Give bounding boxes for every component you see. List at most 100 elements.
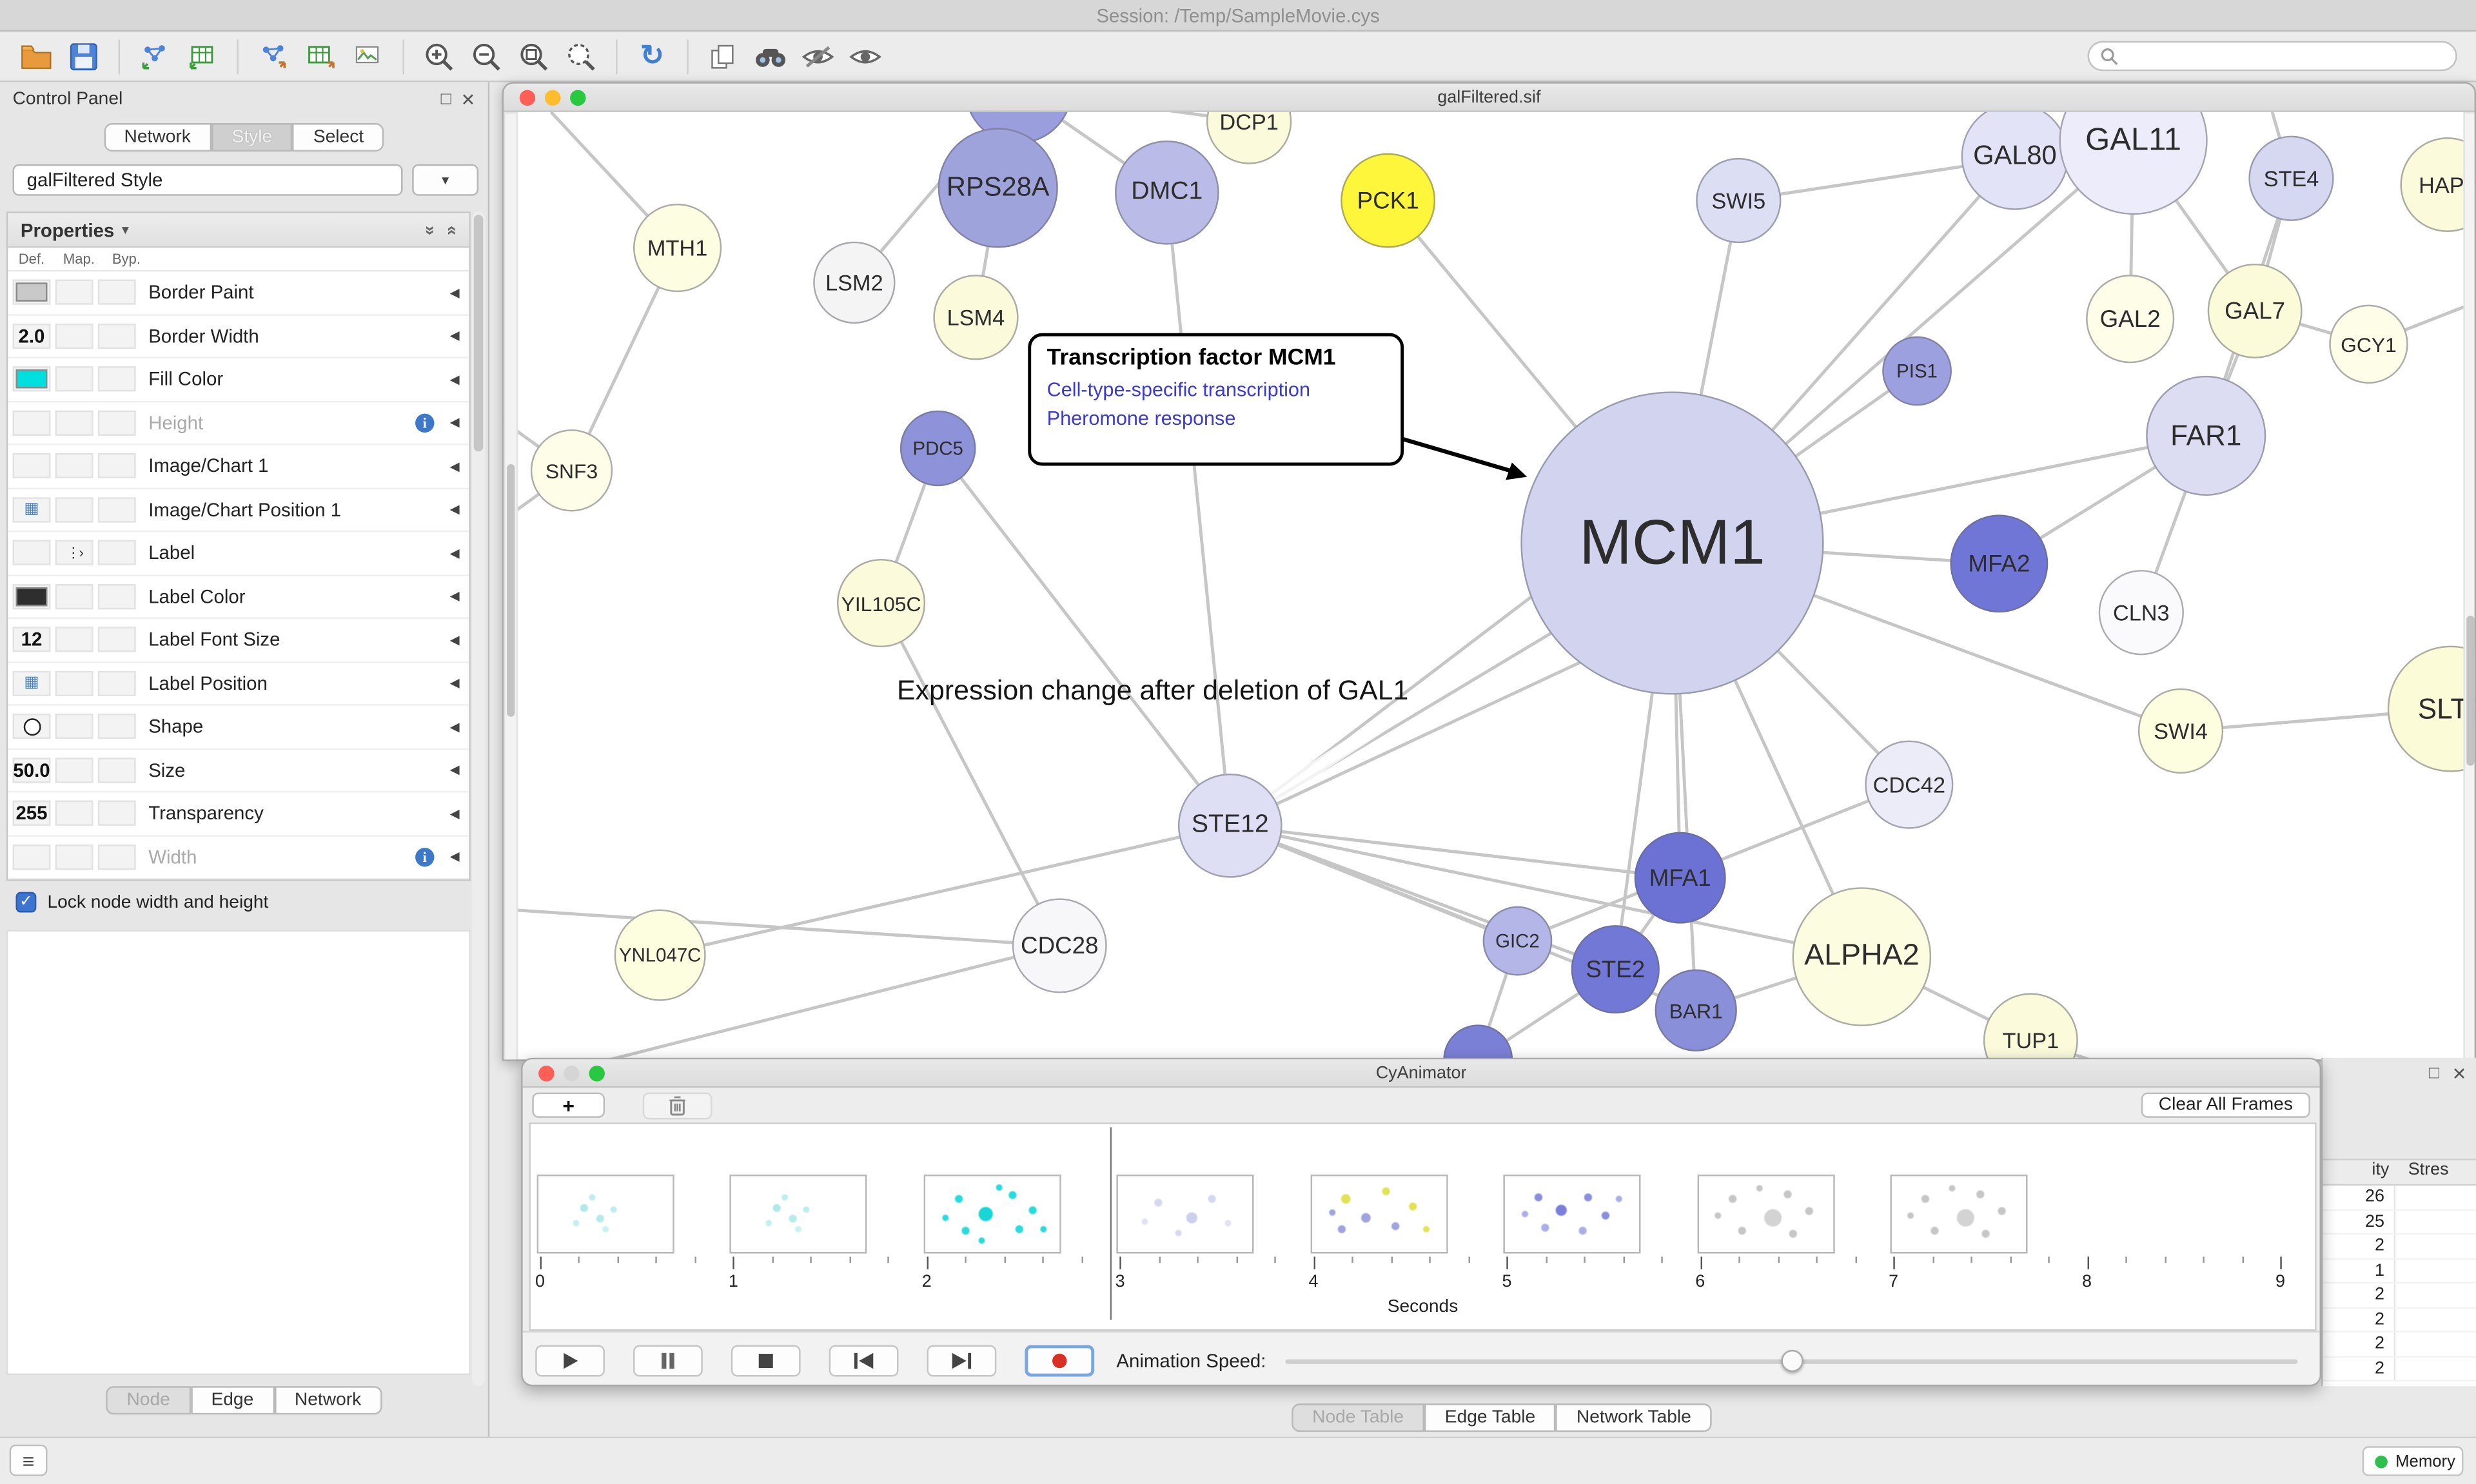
expand-row-icon[interactable]: ◀ xyxy=(449,545,460,560)
open-session-icon[interactable] xyxy=(13,35,60,77)
mapping-cell[interactable] xyxy=(55,583,93,609)
show-all-icon[interactable] xyxy=(841,35,889,77)
network-node-pdc5[interactable]: PDC5 xyxy=(899,410,976,487)
animation-frame-6[interactable] xyxy=(1504,1175,1642,1254)
network-node-cdc42[interactable]: CDC42 xyxy=(1865,740,1954,829)
network-node-pis1[interactable]: PIS1 xyxy=(1882,336,1952,406)
default-value-cell[interactable]: 12 xyxy=(12,627,51,653)
network-node-swi5[interactable]: SWI5 xyxy=(1696,157,1782,244)
default-value-cell[interactable] xyxy=(12,844,51,870)
float-panel-icon[interactable]: □ xyxy=(2428,1064,2440,1084)
cyanimator-titlebar[interactable]: CyAnimator xyxy=(522,1059,2320,1088)
table-row[interactable]: 26 xyxy=(2323,1186,2476,1211)
step-forward-button[interactable] xyxy=(927,1344,997,1376)
expand-row-icon[interactable]: ◀ xyxy=(449,763,460,777)
export-network-icon[interactable] xyxy=(250,35,297,77)
mapping-cell[interactable] xyxy=(55,801,93,826)
network-node-gic2[interactable]: GIC2 xyxy=(1482,906,1553,976)
bypass-cell[interactable] xyxy=(97,801,136,826)
expand-row-icon[interactable]: ◀ xyxy=(449,589,460,604)
table-row[interactable]: 2 xyxy=(2323,1284,2476,1308)
network-node-mth1[interactable]: MTH1 xyxy=(633,203,722,293)
style-selector[interactable]: galFiltered Style xyxy=(12,164,403,196)
network-node-hap2[interactable]: HAP2 xyxy=(2400,137,2475,233)
expand-all-icon[interactable]: » xyxy=(419,224,439,235)
default-value-cell[interactable] xyxy=(12,453,51,479)
memory-button[interactable]: Memory xyxy=(2362,1446,2464,1476)
bypass-cell[interactable] xyxy=(97,714,136,739)
network-node-ynl047c[interactable]: YNL047C xyxy=(614,909,706,1001)
minimize-window-icon[interactable] xyxy=(544,90,561,106)
bypass-cell[interactable] xyxy=(97,757,136,783)
mcm1-annotation[interactable]: Transcription factor MCM1 Cell-type-spec… xyxy=(1028,333,1404,466)
network-node-ste12[interactable]: STE12 xyxy=(1177,774,1282,878)
network-node-yil105c[interactable]: YIL105C xyxy=(836,558,926,648)
tab-style[interactable]: Style xyxy=(211,123,293,152)
bypass-cell[interactable] xyxy=(97,670,136,696)
expand-row-icon[interactable]: ◀ xyxy=(449,850,460,864)
network-vscrollbar-left[interactable] xyxy=(504,112,518,1060)
network-node-alpha2[interactable]: ALPHA2 xyxy=(1792,887,1932,1026)
mapping-cell[interactable] xyxy=(55,323,93,349)
default-value-cell[interactable]: ▦ xyxy=(12,670,51,696)
animation-frame-3[interactable] xyxy=(923,1175,1061,1254)
table-row[interactable]: 2 xyxy=(2323,1356,2476,1381)
network-node-bar1[interactable]: BAR1 xyxy=(1655,969,1737,1052)
zoom-out-icon[interactable] xyxy=(463,35,510,77)
expand-row-icon[interactable]: ◀ xyxy=(449,806,460,821)
tab-node-table[interactable]: Node Table xyxy=(1292,1403,1424,1432)
close-panel-icon[interactable]: ✕ xyxy=(2451,1066,2467,1085)
default-value-cell[interactable]: 50.0 xyxy=(12,757,51,783)
mapping-cell[interactable] xyxy=(55,366,93,392)
bypass-cell[interactable] xyxy=(97,627,136,653)
expand-row-icon[interactable]: ◀ xyxy=(449,329,460,344)
expand-row-icon[interactable]: ◀ xyxy=(449,719,460,734)
play-button[interactable] xyxy=(535,1344,605,1376)
bypass-cell[interactable] xyxy=(97,496,136,523)
mapping-cell[interactable] xyxy=(55,627,93,653)
default-value-cell[interactable]: 2.0 xyxy=(12,323,51,349)
expand-row-icon[interactable]: ◀ xyxy=(449,415,460,430)
default-value-cell[interactable] xyxy=(12,410,51,436)
mapping-cell[interactable] xyxy=(55,453,93,479)
panel-toggle-button[interactable]: ≡ xyxy=(9,1444,48,1476)
collapse-all-icon[interactable]: « xyxy=(442,224,461,235)
network-node-gcy1[interactable]: GCY1 xyxy=(2329,304,2408,384)
network-vscrollbar-right[interactable] xyxy=(2463,112,2475,1060)
float-panel-icon[interactable]: □ xyxy=(440,89,451,108)
network-node-mfa1[interactable]: MFA1 xyxy=(1634,832,1726,924)
delete-frame-button[interactable] xyxy=(642,1091,712,1119)
network-node-snf3[interactable]: SNF3 xyxy=(530,429,613,512)
pause-button[interactable] xyxy=(633,1344,703,1376)
record-button[interactable] xyxy=(1025,1344,1095,1376)
import-table-icon[interactable] xyxy=(179,35,226,77)
lock-size-checkbox[interactable]: ✓ xyxy=(15,892,37,913)
add-frame-button[interactable]: + xyxy=(532,1092,605,1118)
network-node-mfa2[interactable]: MFA2 xyxy=(1950,514,2049,613)
network-node-tup1[interactable]: TUP1 xyxy=(1983,993,2078,1060)
animation-frame-2[interactable] xyxy=(730,1175,868,1254)
network-node-ste4[interactable]: STE4 xyxy=(2248,135,2334,221)
annotation-link-2[interactable]: Pheromone response xyxy=(1046,407,1236,430)
network-node-rps28a[interactable]: RPS28A xyxy=(938,128,1058,248)
info-icon[interactable]: i xyxy=(415,413,435,433)
mapping-cell[interactable] xyxy=(55,757,93,783)
mapping-cell[interactable] xyxy=(55,496,93,523)
tab-node-style[interactable]: Node xyxy=(106,1386,191,1415)
network-node-mcm1[interactable]: MCM1 xyxy=(1520,391,1824,695)
import-network-icon[interactable] xyxy=(131,35,178,77)
tab-select[interactable]: Select xyxy=(293,123,384,152)
default-value-cell[interactable] xyxy=(12,540,51,566)
network-caption-annotation[interactable]: Expression change after deletion of GAL1 xyxy=(897,674,1409,706)
search-input[interactable] xyxy=(2119,44,2456,68)
mapping-cell[interactable] xyxy=(55,844,93,870)
zoom-window-icon[interactable] xyxy=(589,1066,605,1082)
network-node-dmc1[interactable]: DMC1 xyxy=(1114,140,1219,245)
tab-network[interactable]: Network xyxy=(103,123,211,152)
column-header-stress[interactable]: Stres xyxy=(2408,1160,2449,1180)
network-node-far1[interactable]: FAR1 xyxy=(2146,375,2266,496)
